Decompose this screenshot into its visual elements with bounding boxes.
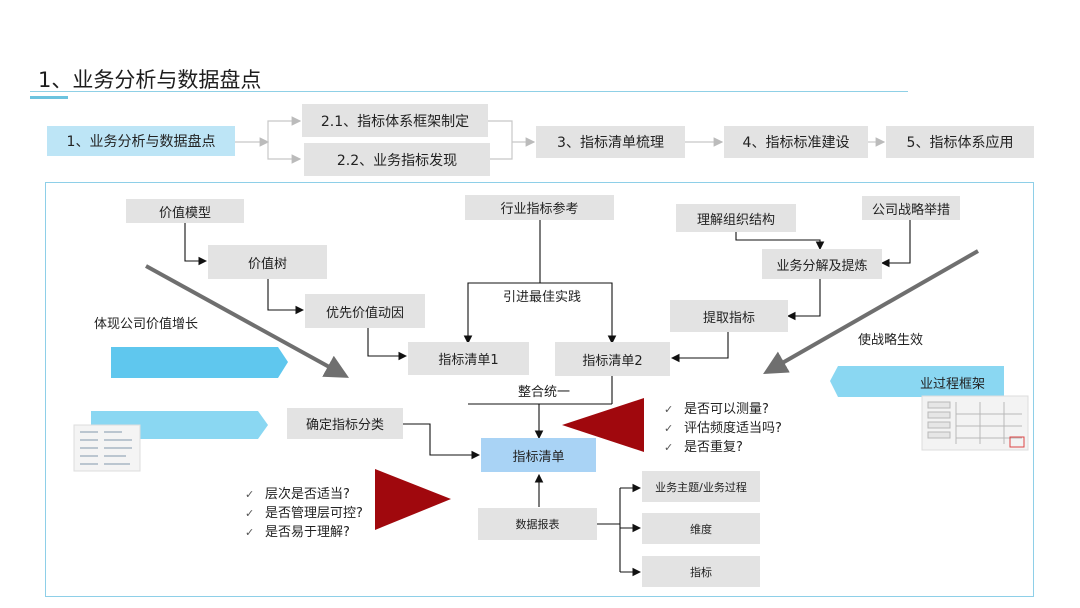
- triangle-icon: [375, 469, 451, 530]
- process-framework-label: 业过程框架: [920, 377, 986, 392]
- list1-node: 指标清单1: [408, 342, 529, 375]
- list2-node: 指标清单2: [555, 342, 670, 376]
- diagram-frame: [45, 182, 1034, 597]
- integrate-label: 整合统一: [518, 385, 571, 400]
- value-growth-label: 体现公司价值增长: [94, 317, 199, 332]
- step-5-button[interactable]: 5、指标体系应用: [886, 126, 1034, 158]
- org-structure-node: 理解组织结构: [676, 204, 796, 232]
- industry-ref-node: 行业指标参考: [465, 195, 614, 220]
- title-accent-bar: [30, 96, 68, 99]
- check-icon: ✓: [245, 488, 255, 501]
- classify-node: 确定指标分类: [287, 408, 403, 439]
- step-2-2-button[interactable]: 2.2、业务指标发现: [304, 143, 490, 176]
- data-report-node: 数据报表: [478, 508, 597, 540]
- checklist-left: ✓层次是否适当? ✓是否管理层可控? ✓是否易于理解?: [245, 487, 363, 540]
- final-list-node: 指标清单: [481, 438, 596, 472]
- check-icon: ✓: [245, 526, 255, 539]
- step-2-1-button[interactable]: 2.1、指标体系框架制定: [302, 104, 488, 137]
- decompose-node: 业务分解及提炼: [762, 249, 882, 279]
- page-title: 1、业务分析与数据盘点: [38, 68, 262, 92]
- best-practice-label: 引进最佳实践: [503, 290, 582, 305]
- checklist-right: ✓是否可以测量? ✓评估频度适当吗? ✓是否重复?: [664, 402, 782, 455]
- step-4-button[interactable]: 4、指标标准建设: [724, 126, 868, 158]
- dimension-node: 维度: [642, 513, 760, 544]
- strategy-effect-label: 使战略生效: [858, 333, 924, 348]
- metric-node: 指标: [642, 556, 760, 587]
- step-3-button[interactable]: 3、指标清单梳理: [536, 126, 685, 158]
- title-underline: [30, 91, 908, 92]
- biz-theme-node: 业务主题/业务过程: [642, 471, 760, 502]
- check-icon: ✓: [245, 507, 255, 520]
- value-model-node: 价值模型: [126, 199, 244, 223]
- value-tree-node: 价值树: [208, 245, 327, 279]
- triangle-icon: [562, 398, 644, 452]
- priority-drivers-node: 优先价值动因: [305, 294, 425, 328]
- check-icon: ✓: [664, 422, 674, 435]
- step-1-button[interactable]: 1、业务分析与数据盘点: [47, 126, 235, 156]
- check-icon: ✓: [664, 441, 674, 454]
- strategy-node: 公司战略举措: [862, 196, 960, 220]
- check-icon: ✓: [664, 403, 674, 416]
- extract-node: 提取指标: [670, 300, 788, 332]
